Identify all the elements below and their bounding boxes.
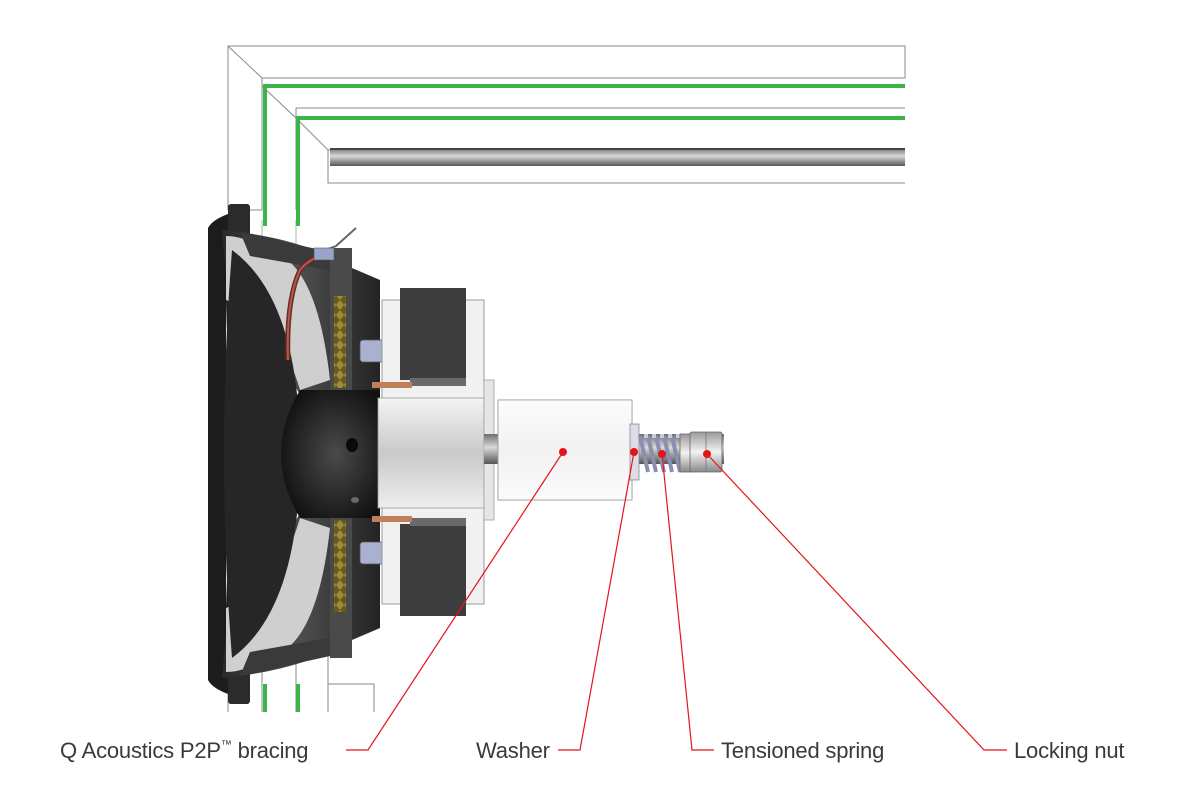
label-p2p-bracing-suffix: bracing	[231, 738, 309, 763]
label-p2p-bracing: Q Acoustics P2P™ bracing	[60, 738, 309, 763]
callout-dots	[559, 448, 711, 458]
spider	[334, 296, 346, 612]
callout-line-bracing	[346, 451, 564, 751]
bracing-line-outer	[263, 84, 905, 226]
label-p2p-bracing-prefix: Q Acoustics P2P	[60, 738, 221, 763]
magnet-assembly	[372, 288, 495, 616]
callout-dot-nut	[703, 450, 711, 458]
label-locking-nut: Locking nut	[1014, 738, 1125, 763]
trademark-symbol: ™	[220, 738, 232, 751]
callout-line-washer	[558, 451, 635, 751]
callout-dot-spring	[658, 450, 666, 458]
callout-line-spring	[661, 453, 714, 751]
bracing-line-inner	[296, 116, 905, 226]
callout-lines	[346, 451, 1007, 751]
cabinet-rail	[330, 148, 905, 166]
bracing-layer-lines	[263, 84, 905, 712]
label-tensioned-spring: Tensioned spring	[721, 738, 885, 763]
callout-line-nut	[706, 453, 1007, 751]
callout-dot-bracing	[559, 448, 567, 456]
callout-dot-washer	[630, 448, 638, 456]
dust-cap	[281, 390, 380, 518]
lead-wire	[285, 227, 357, 361]
locking-nut	[679, 431, 723, 473]
label-washer: Washer	[476, 738, 550, 763]
